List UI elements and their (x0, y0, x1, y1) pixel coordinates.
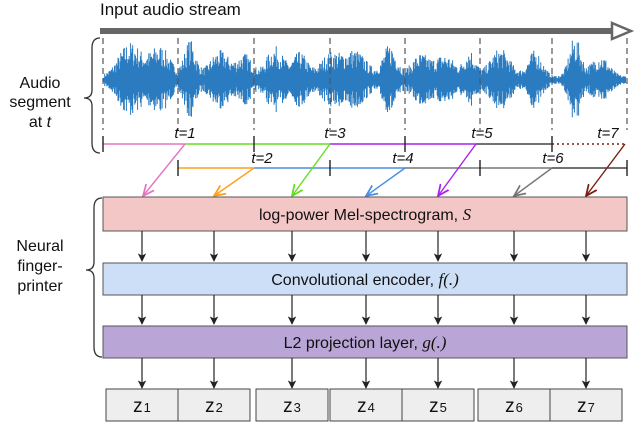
output-box-z2 (177, 388, 251, 422)
mel-spectrogram-box (102, 196, 628, 232)
output-label-z3: z3 (283, 396, 301, 417)
stage-arrows (137, 231, 591, 389)
segment-label-t3: t=3 (324, 125, 346, 142)
svg-text:segment: segment (9, 94, 71, 111)
projection-layer-label: L2 projection layer, g(.) (284, 333, 447, 352)
audio-segment-label: Audio segment at t (9, 75, 71, 131)
stream-title: Input audio stream (100, 0, 241, 19)
segment-boundaries (102, 38, 628, 130)
output-embeddings: z1 z2 z3 z4 z5 z6 z7 (105, 388, 623, 422)
output-label-z1: z1 (133, 396, 151, 417)
output-label-z5: z5 (429, 396, 447, 417)
stream-arrow-head (610, 21, 635, 41)
arrow-t5 (438, 143, 477, 196)
segment-label-t1: t=1 (174, 125, 195, 142)
output-label-z2: z2 (205, 396, 223, 417)
arrow-t2 (214, 167, 255, 196)
segment-label-t2: t=2 (251, 150, 273, 167)
svg-text:Neural: Neural (16, 238, 63, 255)
arrow-t7 (586, 143, 626, 196)
svg-text:Audio: Audio (20, 75, 61, 92)
output-box-z4 (329, 388, 403, 422)
segment-labels: t=1 t=2 t=3 t=4 t=5 t=6 t=7 (174, 125, 619, 167)
output-box-z6 (477, 388, 551, 422)
output-box-z5 (401, 388, 475, 422)
arrow-t4 (366, 167, 406, 196)
svg-text:at t: at t (29, 114, 52, 131)
arrow-t3 (292, 143, 331, 196)
mel-spectrogram-label: log-power Mel-spectrogram, S (259, 205, 472, 224)
output-label-z7: z7 (577, 396, 595, 417)
output-label-z4: z4 (357, 396, 375, 417)
conv-encoder-label: Convolutional encoder, f(.) (271, 270, 459, 289)
output-box-z3 (255, 388, 329, 422)
output-box-z7 (549, 388, 623, 422)
segment-arrows (143, 143, 626, 196)
segment-label-t7: t=7 (597, 125, 619, 142)
neural-fingerprinter-label: Neural finger- printer (16, 238, 63, 295)
segment-label-t5: t=5 (471, 125, 493, 142)
segment-ticks (102, 136, 628, 176)
segment-label-t4: t=4 (392, 150, 413, 167)
projection-layer-box (102, 325, 628, 359)
svg-text:finger-: finger- (17, 258, 62, 275)
output-label-z6: z6 (505, 396, 523, 417)
segment-label-t6: t=6 (542, 150, 564, 167)
audio-brace (83, 37, 101, 154)
audio-waveform (103, 40, 626, 118)
arrow-t1 (143, 143, 186, 196)
svg-text:printer: printer (17, 278, 63, 295)
conv-encoder-box (102, 262, 628, 296)
neural-brace (85, 197, 103, 358)
arrow-t6 (514, 167, 553, 196)
